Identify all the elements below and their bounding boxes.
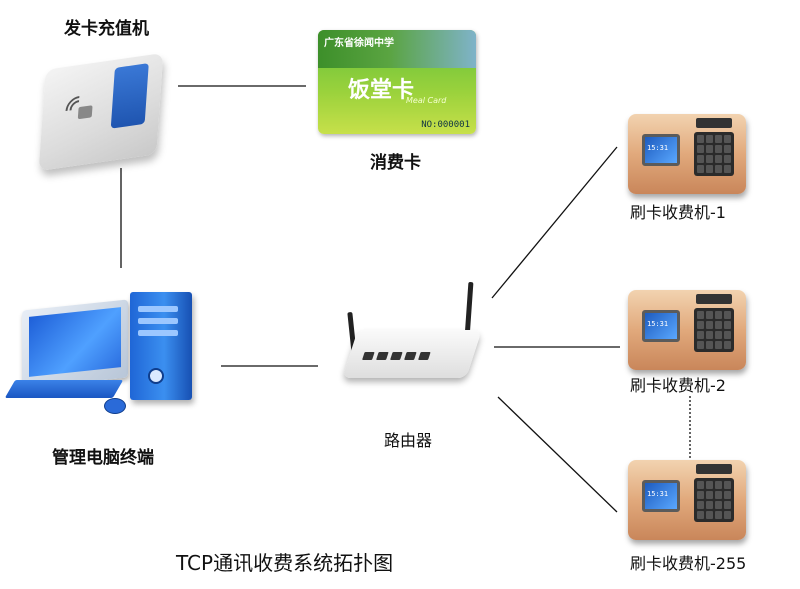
card-school: 广东省徐闻中学 <box>324 38 394 49</box>
mouse-icon <box>104 398 126 414</box>
link-router-terminal-1 <box>491 146 618 299</box>
card-subtitle: Meal Card <box>406 96 447 105</box>
card-header <box>318 30 476 68</box>
lan-port <box>418 352 431 360</box>
keyboard-icon <box>4 380 124 398</box>
diagram-title: TCP通讯收费系统拓扑图 <box>176 551 394 575</box>
keypad-icon <box>694 132 734 176</box>
lan-port <box>390 352 403 360</box>
issuer-label: 发卡充值机 <box>64 19 149 39</box>
pos-time: 15:31 <box>647 490 669 498</box>
pos-time: 15:31 <box>647 144 669 152</box>
computer-label: 管理电脑终端 <box>52 448 154 468</box>
wireless-waves-icon <box>65 96 93 120</box>
keypad-icon <box>694 478 734 522</box>
pos-terminal-icon: 15:31 <box>628 460 746 540</box>
lan-port <box>404 352 417 360</box>
drive-slot <box>138 306 178 312</box>
lan-port <box>362 352 375 360</box>
card-number: NO:000001 <box>421 120 470 130</box>
meal-card-icon: 广东省徐闻中学 饭堂卡 Meal Card NO:000001 <box>318 30 476 134</box>
pos-screen: 15:31 <box>642 480 680 512</box>
monitor-icon <box>22 299 128 389</box>
power-button-icon <box>148 368 164 384</box>
reader-panel <box>110 63 149 129</box>
keypad-icon <box>694 308 734 352</box>
monitor-screen <box>29 307 121 377</box>
drive-slot <box>138 318 178 324</box>
link-router-terminal-255 <box>497 396 618 513</box>
card-slot <box>696 118 732 128</box>
terminal-2-label: 刷卡收费机-2 <box>630 376 726 395</box>
pos-screen: 15:31 <box>642 310 680 342</box>
terminal-255-label: 刷卡收费机-255 <box>630 554 747 573</box>
router-label: 路由器 <box>384 431 433 450</box>
card-name: 饭堂卡 <box>348 78 415 103</box>
lan-port <box>376 352 389 360</box>
drive-slot <box>138 330 178 336</box>
router-icon <box>342 330 482 378</box>
card-reader-icon <box>38 52 164 172</box>
tower-icon <box>130 292 192 400</box>
card-label: 消费卡 <box>370 153 421 173</box>
terminal-1-label: 刷卡收费机-1 <box>630 203 726 222</box>
pos-time: 15:31 <box>647 320 669 328</box>
pos-terminal-icon: 15:31 <box>628 290 746 370</box>
card-slot <box>696 464 732 474</box>
card-slot <box>696 294 732 304</box>
pos-screen: 15:31 <box>642 134 680 166</box>
pos-terminal-icon: 15:31 <box>628 114 746 194</box>
